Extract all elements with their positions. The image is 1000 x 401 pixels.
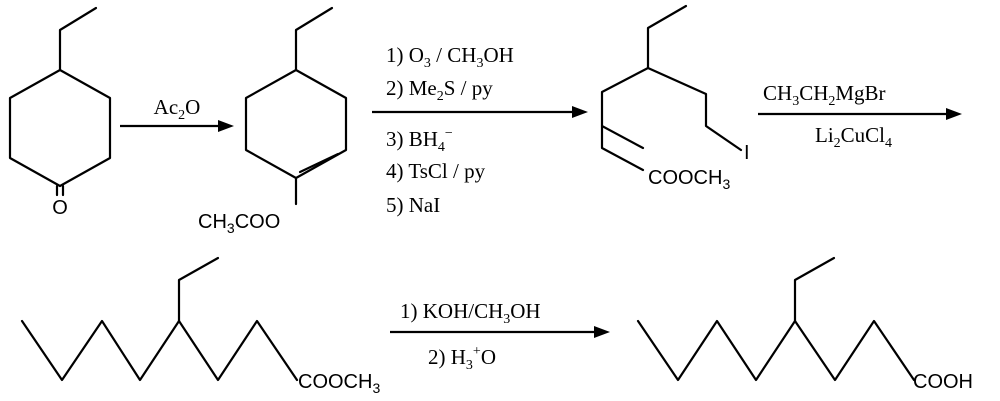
ring-bonds [244,68,348,180]
molecule-carboxylic-acid: COOH [636,256,973,393]
chain-bonds [600,66,743,152]
ester-bond [600,124,645,172]
step2-line3: 3) BH4− [386,126,453,155]
chain-bonds [636,319,916,382]
arrowhead [946,108,962,120]
atom-o: O [52,197,68,219]
reagent-ac2o: Ac2O [154,95,201,123]
molecule-enol-acetate: CH3COO [198,6,348,236]
step2-line2: 2) Me2S / py [386,76,493,104]
arrow-step4: 1) KOH/CH3OH 2) H3+O [390,299,610,373]
chain-bonds [20,319,299,382]
step2-line5: 5) NaI [386,193,440,217]
ethyl-bonds [177,256,220,323]
step2-line1: 1) O3 / CH3OH [386,43,514,71]
ethyl-bonds [58,6,98,72]
molecule-iodo-ester: I COOCH3 [600,4,750,192]
double-bond-inner [298,152,340,174]
arrowhead [594,326,610,338]
acetoxy-group: CH3COO [198,211,280,236]
step2-line4: 4) TsCl / py [386,159,486,183]
reagent-koh: 1) KOH/CH3OH [400,299,541,327]
molecule-ethylcyclohexanone: O [8,6,112,219]
reagent-acid: 2) H3+O [428,344,496,373]
arrow-step3: CH3CH2MgBr Li2CuCl4 [758,81,962,151]
reagent-grignard: CH3CH2MgBr [763,81,886,109]
ring-bonds [8,68,112,188]
molecule-methyl-ester: COOCH3 [20,256,380,396]
arrow-step1: Ac2O [120,95,234,132]
arrow-step2: 1) O3 / CH3OH 2) Me2S / py 3) BH4− 4) Ts… [372,43,588,217]
arrowhead [572,106,588,118]
atom-i: I [744,142,750,164]
ethyl-bonds [793,256,836,323]
ester-group: COOCH3 [648,167,730,192]
ester-group: COOCH3 [298,371,380,396]
arrowhead [218,120,234,132]
ethyl-bonds [646,4,688,70]
acid-group: COOH [913,371,973,393]
ethyl-bonds [294,6,334,72]
reagent-cuprate: Li2CuCl4 [815,123,892,151]
